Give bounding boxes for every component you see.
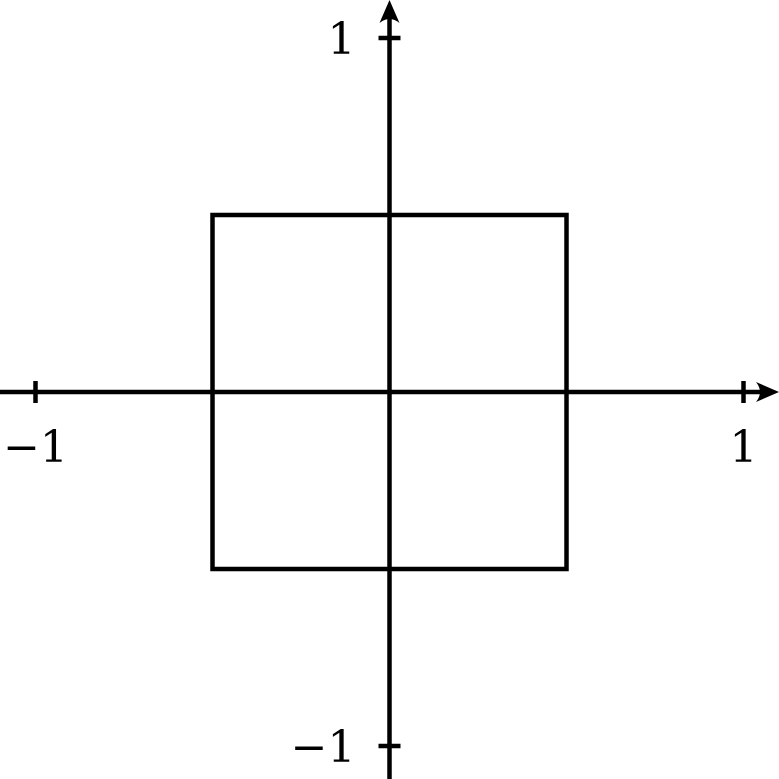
x-tick-label: −1 <box>3 422 68 473</box>
y-axis-arrow-icon <box>379 0 400 23</box>
tick-labels: −1 1 1 −1 <box>3 14 757 773</box>
y-tick-label: 1 <box>328 14 356 65</box>
square <box>210 212 569 572</box>
x-tick-label: 1 <box>730 422 758 473</box>
y-tick-label: −1 <box>291 722 356 773</box>
ticks <box>33 35 746 749</box>
square-group <box>210 212 569 572</box>
x-axis-arrow-icon <box>756 382 779 402</box>
